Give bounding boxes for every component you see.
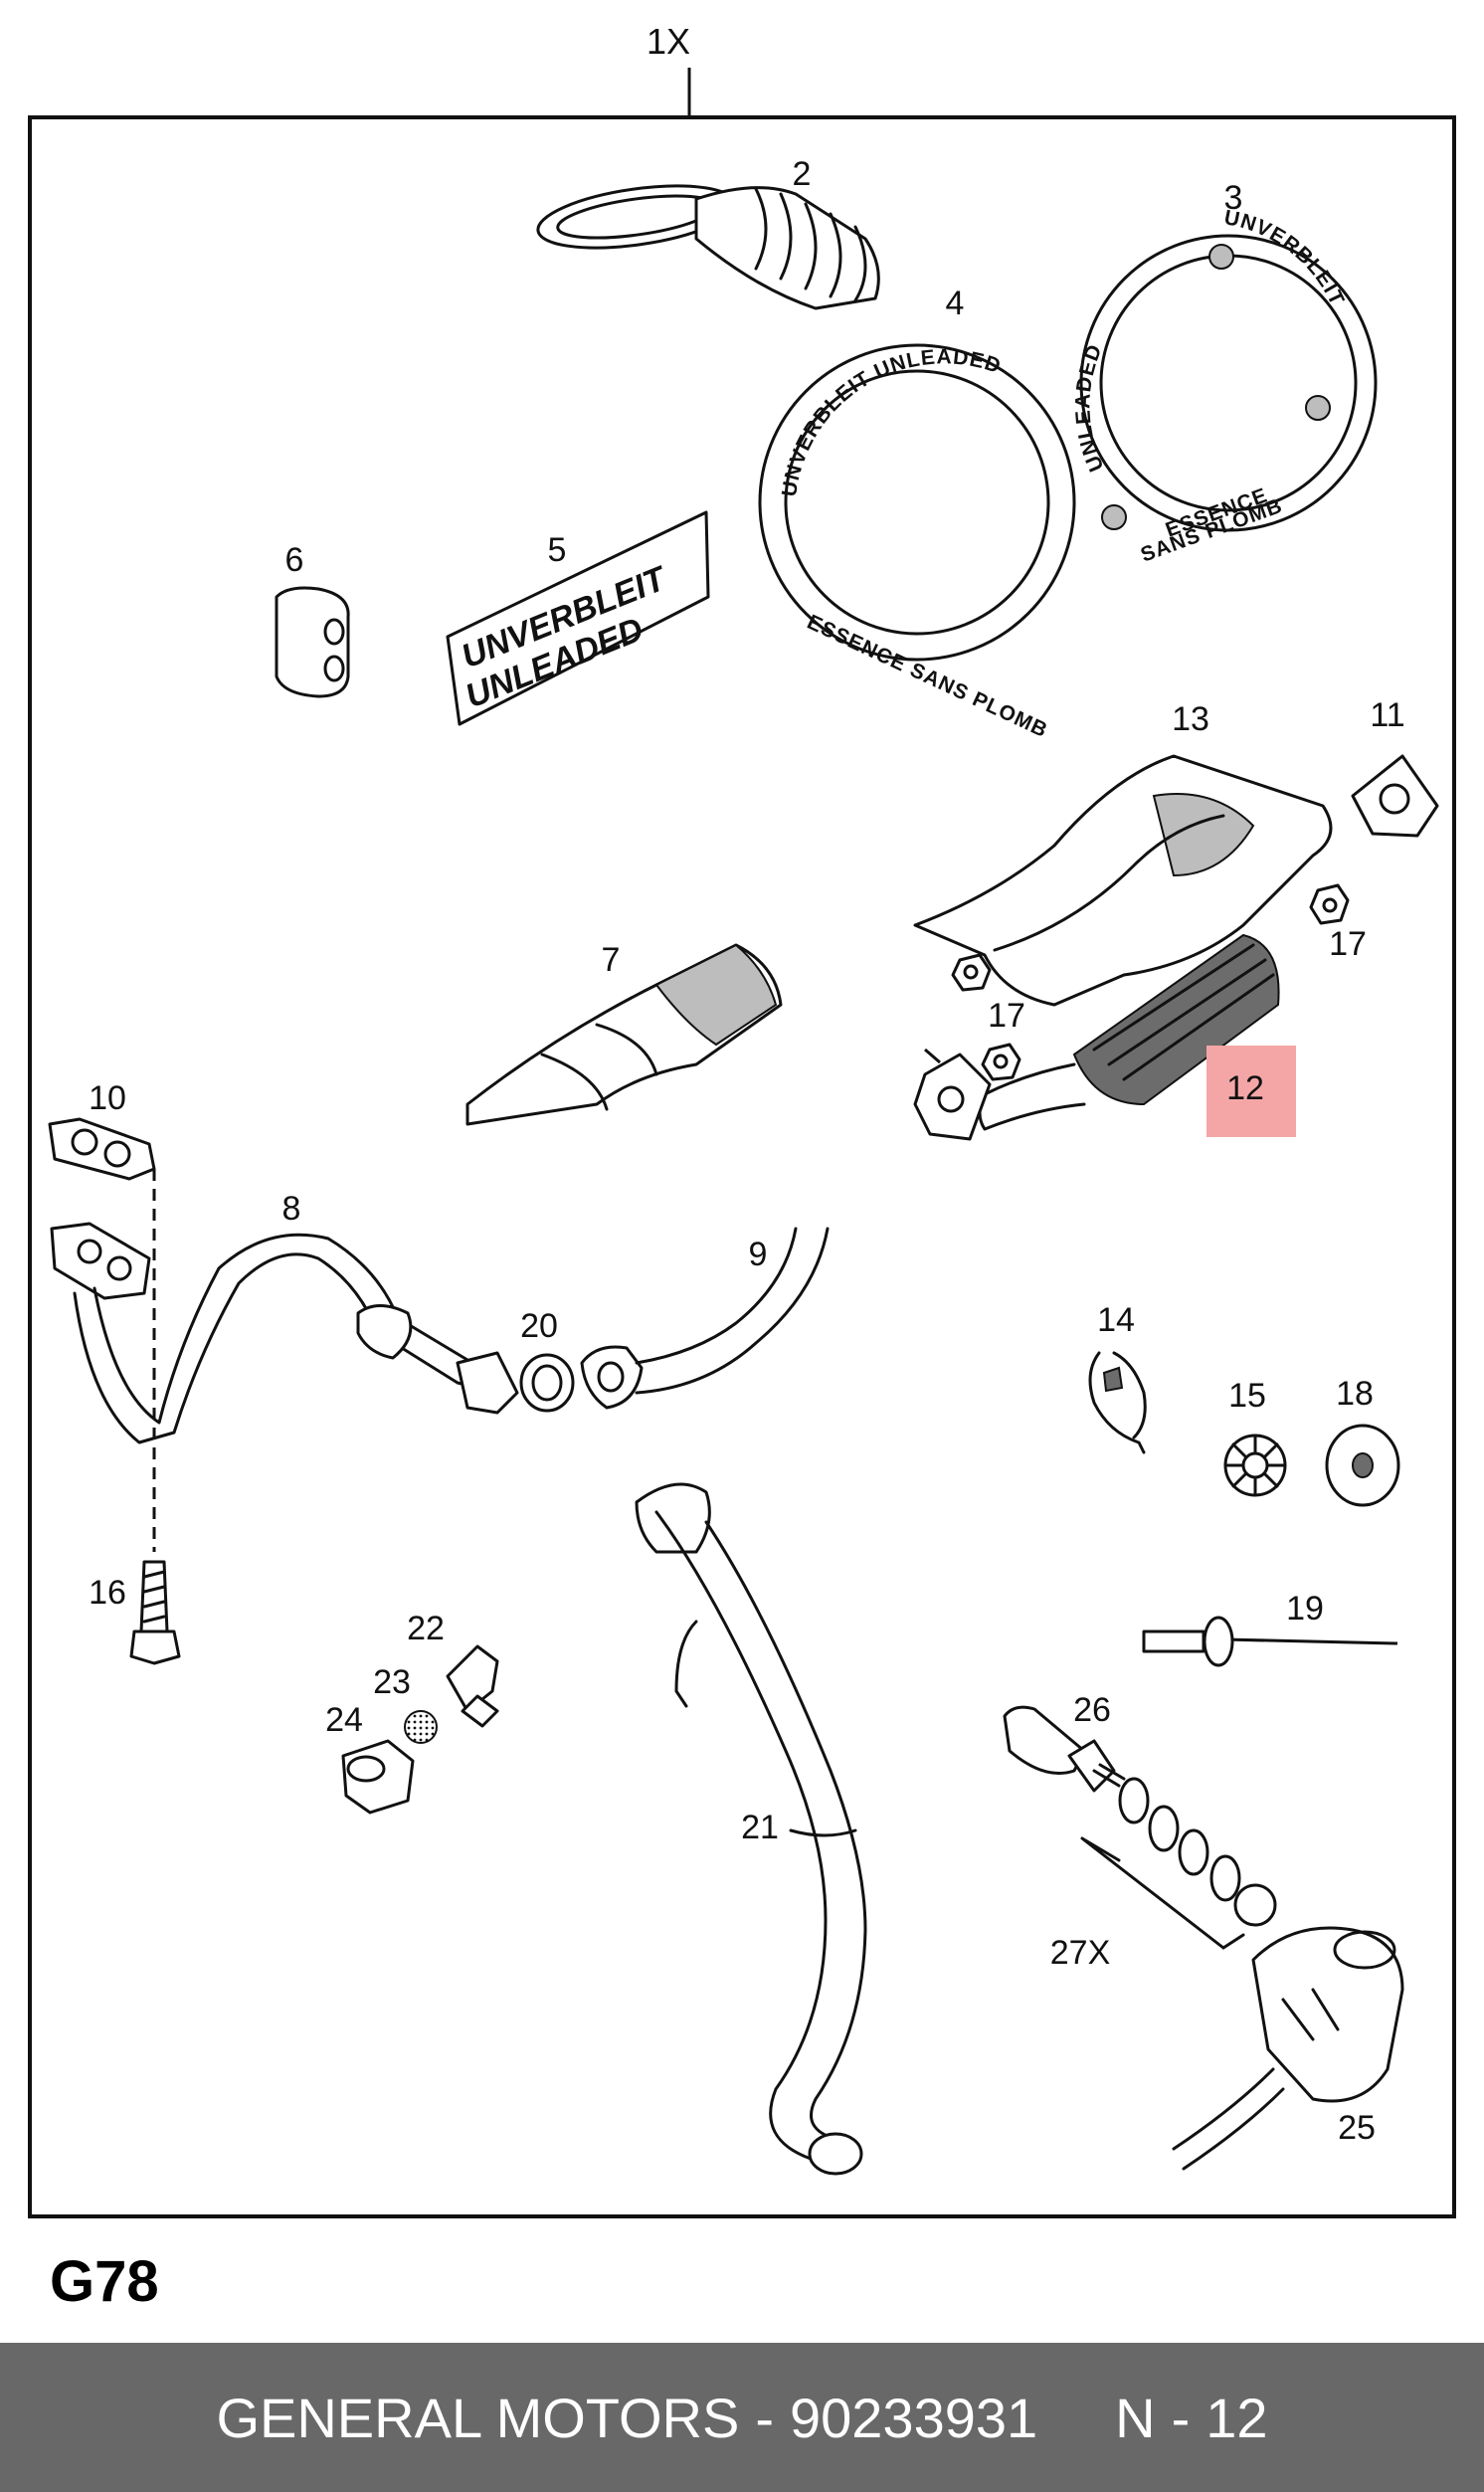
part-3-sticker: UNVERBLEIT UNLEADED ESSENCE SANS PLOMB 3 [1071, 179, 1378, 567]
footer-ref-dash: - [1171, 2386, 1191, 2449]
kit-label: 1X [647, 21, 690, 62]
part-9-label: 9 [749, 1236, 768, 1273]
part-8-label: 8 [282, 1190, 301, 1228]
part-26-sensor: 26 [1003, 1691, 1126, 1793]
part-16-bolt: 16 [89, 1169, 181, 1665]
part-8-front-pipe: 8 [50, 1190, 519, 1444]
part-9-pipe: 9 [580, 1227, 830, 1410]
footer-part-number: 90233931 [789, 2386, 1038, 2449]
part-15-label: 15 [1228, 1377, 1266, 1415]
part-21-hose: 21 [635, 1482, 867, 2176]
kit-frame [28, 115, 1456, 2218]
part-17-nut-a: 17 [1309, 883, 1367, 963]
part-11-gasket: 11 [1351, 696, 1439, 838]
kit-bracket: 1X [28, 21, 1456, 2218]
svg-text:17: 17 [988, 997, 1025, 1035]
part-21-label: 21 [741, 1809, 779, 1846]
part-17-nut-b: 17 [981, 997, 1025, 1081]
part-24-label: 24 [325, 1701, 363, 1739]
part-5-label: 5 [548, 531, 567, 569]
svg-text:17: 17 [1329, 925, 1367, 963]
part-13-heat-shield: 13 [913, 700, 1333, 1007]
part-22-plug: 22 [407, 1610, 499, 1728]
part-6-label: 6 [285, 541, 304, 579]
diagram-code: G78 [50, 2249, 159, 2314]
part-15-washer: 15 [1223, 1377, 1287, 1497]
part-4-sticker: UNVERBLEIT UNLEADED ESSENCE SANS PLOMB 4 [758, 285, 1076, 742]
part-16-label: 16 [89, 1574, 126, 1612]
part-2-boot: 2 [536, 155, 880, 310]
part-12-highlight [1206, 1046, 1296, 1137]
part-14-label: 14 [1097, 1301, 1135, 1339]
part-17-nut-c [951, 953, 992, 992]
footer-bar: GENERAL MOTORS - 90233931 N - 12 [0, 2343, 1484, 2492]
part-7-label: 7 [602, 941, 621, 979]
part-3-label: 3 [1224, 179, 1243, 217]
part-25-label: 25 [1338, 2109, 1376, 2147]
part-12-label: 12 [1226, 1069, 1264, 1107]
part-20-gasket: 20 [519, 1307, 575, 1413]
part-2-label: 2 [793, 155, 812, 193]
part-12-catalytic-converter [913, 933, 1280, 1141]
part-23-filter: 23 [373, 1663, 438, 1744]
part-7-heat-shield: 7 [465, 941, 783, 1126]
part-24-nut: 24 [325, 1701, 415, 1815]
part-27-label: 27X [1050, 1934, 1111, 1972]
part-18-label: 18 [1336, 1375, 1374, 1413]
part-25-housing: 25 [1172, 1926, 1404, 2171]
part-14-clamp: 14 [1088, 1301, 1147, 1454]
part-5-badge: UNVERBLEIT UNLEADED 5 [446, 510, 710, 726]
parts-diagram: 1X 2 UNVERBLEIT UNLEADED ESSENCE SANS PL… [28, 21, 1456, 2218]
part-6-hanger: 6 [275, 541, 350, 698]
footer-dash: - [755, 2386, 774, 2449]
part-19-rivet: 19 [1142, 1590, 1398, 1667]
part-23-label: 23 [373, 1663, 411, 1701]
part-19-label: 19 [1286, 1590, 1324, 1628]
part-13-label: 13 [1172, 700, 1209, 738]
part-18-washer: 18 [1325, 1375, 1400, 1507]
part-27-seal-set: 27X [1050, 1777, 1277, 1972]
part-20-label: 20 [520, 1307, 558, 1345]
part-10-gasket: 10 [48, 1079, 156, 1181]
part-4-label: 4 [946, 285, 965, 322]
footer-manufacturer: GENERAL MOTORS [216, 2386, 740, 2449]
part-22-label: 22 [407, 1610, 445, 1647]
footer-ref-number: 12 [1206, 2386, 1268, 2449]
part-11-label: 11 [1370, 696, 1404, 734]
footer-ref-prefix: N [1115, 2386, 1156, 2449]
part-26-label: 26 [1073, 1691, 1111, 1729]
part-10-label: 10 [89, 1079, 126, 1117]
